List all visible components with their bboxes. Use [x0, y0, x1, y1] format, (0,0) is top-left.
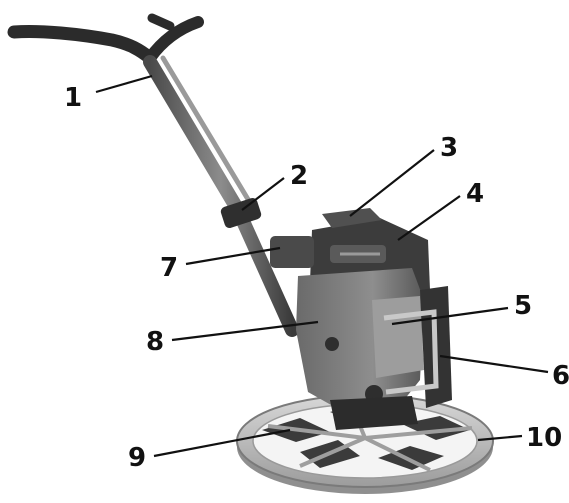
- leader-10: [477, 434, 523, 442]
- leader-1: [95, 74, 153, 94]
- callout-10: 10: [526, 423, 562, 453]
- leader-3: [349, 149, 435, 217]
- handle-assembly: [7, 13, 299, 337]
- callout-7: 7: [160, 253, 178, 283]
- callout-8: 8: [146, 327, 164, 357]
- callout-2: 2: [290, 161, 308, 191]
- callout-1: 1: [64, 83, 82, 113]
- leader-lines: [95, 74, 549, 458]
- callout-4: 4: [466, 179, 484, 209]
- leader-8: [171, 320, 319, 342]
- callout-9: 9: [128, 443, 146, 473]
- leader-7: [185, 246, 281, 266]
- leader-2: [241, 177, 285, 211]
- leader-4: [397, 195, 461, 241]
- leader-5: [391, 306, 509, 326]
- callout-3: 3: [440, 133, 458, 163]
- leader-6: [439, 354, 549, 374]
- machine-illustration: [7, 13, 494, 494]
- callout-6: 6: [552, 361, 569, 391]
- leader-9: [153, 428, 291, 458]
- callout-labels: 1 2 3 4 5 6 7 8 9 10: [64, 83, 569, 473]
- callout-5: 5: [514, 291, 532, 321]
